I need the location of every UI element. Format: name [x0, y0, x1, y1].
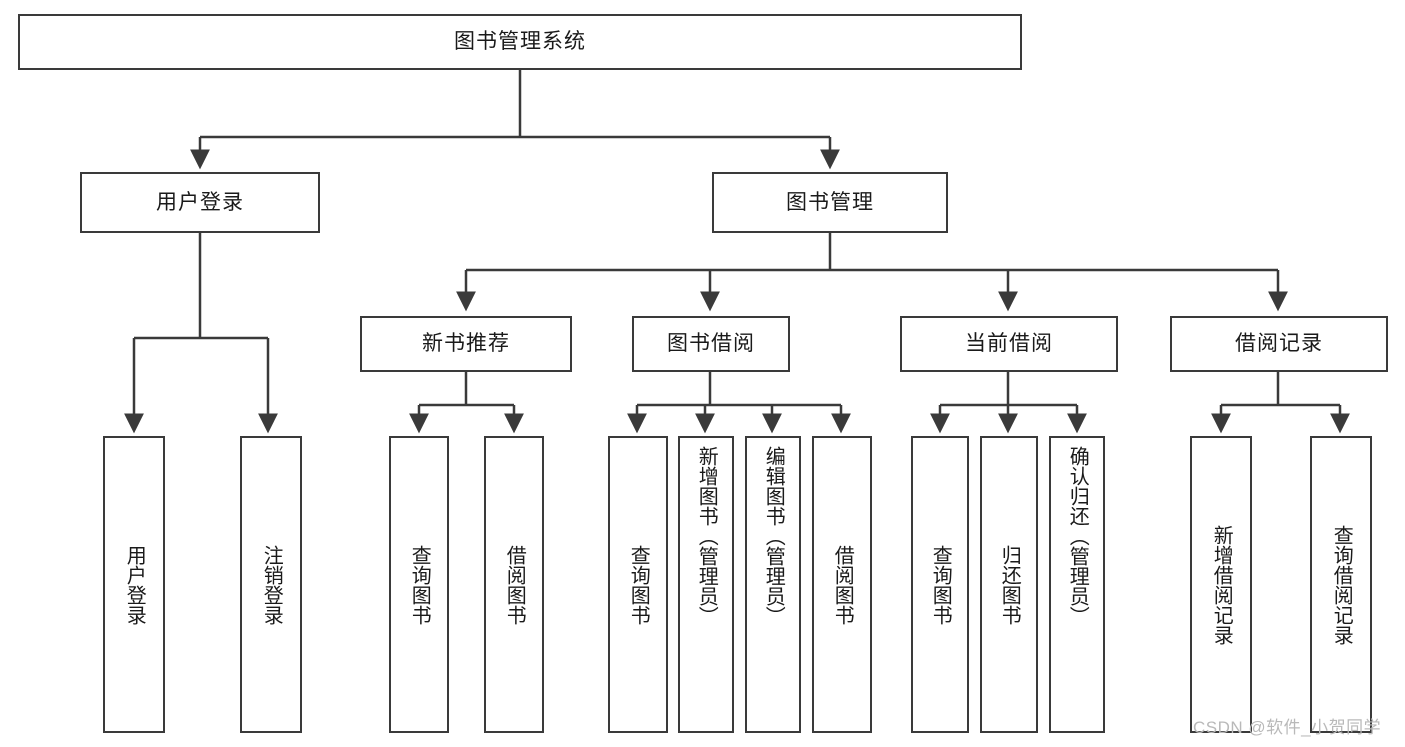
leaf-user-login-label: 用户登录	[123, 544, 146, 625]
leaf-query-record[interactable]: 查询借阅记录	[1310, 436, 1372, 733]
csdn-watermark: CSDN @软件_小贺同学	[1193, 718, 1382, 737]
leaf-query-book-2[interactable]: 查询图书	[608, 436, 668, 733]
node-user-login-label: 用户登录	[156, 190, 244, 214]
leaf-borrow-book-1[interactable]: 借阅图书	[484, 436, 544, 733]
node-borrow-record[interactable]: 借阅记录	[1170, 316, 1388, 372]
leaf-borrow-book-2[interactable]: 借阅图书	[812, 436, 872, 733]
node-root-label: 图书管理系统	[454, 30, 586, 54]
leaf-query-record-label: 查询借阅记录	[1330, 524, 1353, 645]
leaf-add-record-label: 新增借阅记录	[1210, 524, 1233, 645]
leaf-borrow-book-1-label: 借阅图书	[503, 544, 526, 625]
leaf-confirm-return-label: 确认归还（管理员）	[1066, 446, 1089, 626]
leaf-query-book-3[interactable]: 查询图书	[911, 436, 969, 733]
node-book-borrow-label: 图书借阅	[667, 332, 755, 356]
leaf-edit-book[interactable]: 编辑图书（管理员）	[745, 436, 801, 733]
leaf-add-record[interactable]: 新增借阅记录	[1190, 436, 1252, 733]
node-root[interactable]: 图书管理系统	[18, 14, 1022, 70]
leaf-query-book-2-label: 查询图书	[627, 544, 650, 625]
node-book-manage-label: 图书管理	[786, 190, 874, 214]
leaf-return-book-label: 归还图书	[998, 544, 1021, 625]
leaf-add-book[interactable]: 新增图书（管理员）	[678, 436, 734, 733]
node-borrow-record-label: 借阅记录	[1235, 332, 1323, 356]
node-user-login[interactable]: 用户登录	[80, 172, 320, 233]
leaf-add-book-label: 新增图书（管理员）	[695, 446, 718, 626]
node-new-book-recommend[interactable]: 新书推荐	[360, 316, 572, 372]
leaf-logout[interactable]: 注销登录	[240, 436, 302, 733]
node-book-manage[interactable]: 图书管理	[712, 172, 948, 233]
node-book-borrow[interactable]: 图书借阅	[632, 316, 790, 372]
node-current-borrow-label: 当前借阅	[965, 332, 1053, 356]
leaf-confirm-return[interactable]: 确认归还（管理员）	[1049, 436, 1105, 733]
leaf-borrow-book-2-label: 借阅图书	[831, 544, 854, 625]
leaf-logout-label: 注销登录	[260, 544, 283, 625]
leaf-return-book[interactable]: 归还图书	[980, 436, 1038, 733]
leaf-edit-book-label: 编辑图书（管理员）	[762, 446, 785, 626]
node-current-borrow[interactable]: 当前借阅	[900, 316, 1118, 372]
node-new-book-recommend-label: 新书推荐	[422, 332, 510, 356]
leaf-query-book-1[interactable]: 查询图书	[389, 436, 449, 733]
leaf-query-book-3-label: 查询图书	[929, 544, 952, 625]
leaf-query-book-1-label: 查询图书	[408, 544, 431, 625]
leaf-user-login[interactable]: 用户登录	[103, 436, 165, 733]
